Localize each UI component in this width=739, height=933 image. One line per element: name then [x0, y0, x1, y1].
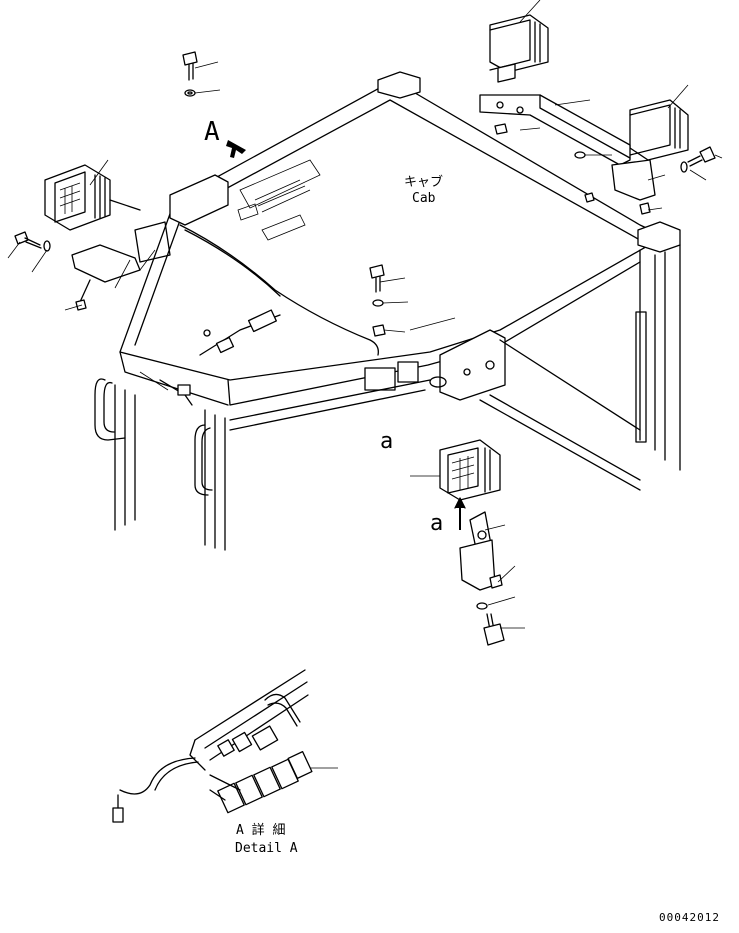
work-lamp-top	[489, 14, 549, 83]
rear-lamp-bar	[479, 94, 656, 201]
work-lamp-front	[439, 439, 501, 501]
view-a-label: A	[204, 117, 220, 147]
center-clamp	[364, 367, 396, 391]
ref-arrow-a	[454, 497, 466, 530]
wire-harness	[159, 224, 379, 406]
detail-a-label-en: Detail A	[235, 841, 298, 856]
cab-label-jp: キャブ	[404, 174, 443, 190]
rear-corner-post	[377, 71, 421, 99]
cab-label-en: Cab	[412, 191, 436, 206]
grab-handle-right	[194, 424, 209, 496]
cab-roof	[119, 71, 681, 406]
reference-a-label-2: a	[430, 511, 443, 536]
front-lamp-bracket	[459, 511, 496, 591]
connector-row	[209, 750, 313, 814]
left-bracket-box	[169, 174, 229, 226]
grab-handle-left	[94, 378, 126, 441]
roof-decal	[237, 159, 321, 241]
reference-a-label-1: a	[380, 429, 393, 454]
cab-frame	[94, 244, 681, 551]
detail-a-inset: A 詳 細 Detail A	[112, 669, 313, 856]
view-arrow-a: A	[204, 117, 246, 158]
front-bracket	[439, 329, 506, 401]
figure-number: 00042012	[659, 911, 720, 924]
work-lamp-right	[629, 99, 689, 161]
detail-a-label-jp: A 詳 細	[236, 822, 285, 838]
leader-lines	[7, 0, 723, 769]
work-lamp-left	[44, 164, 141, 231]
